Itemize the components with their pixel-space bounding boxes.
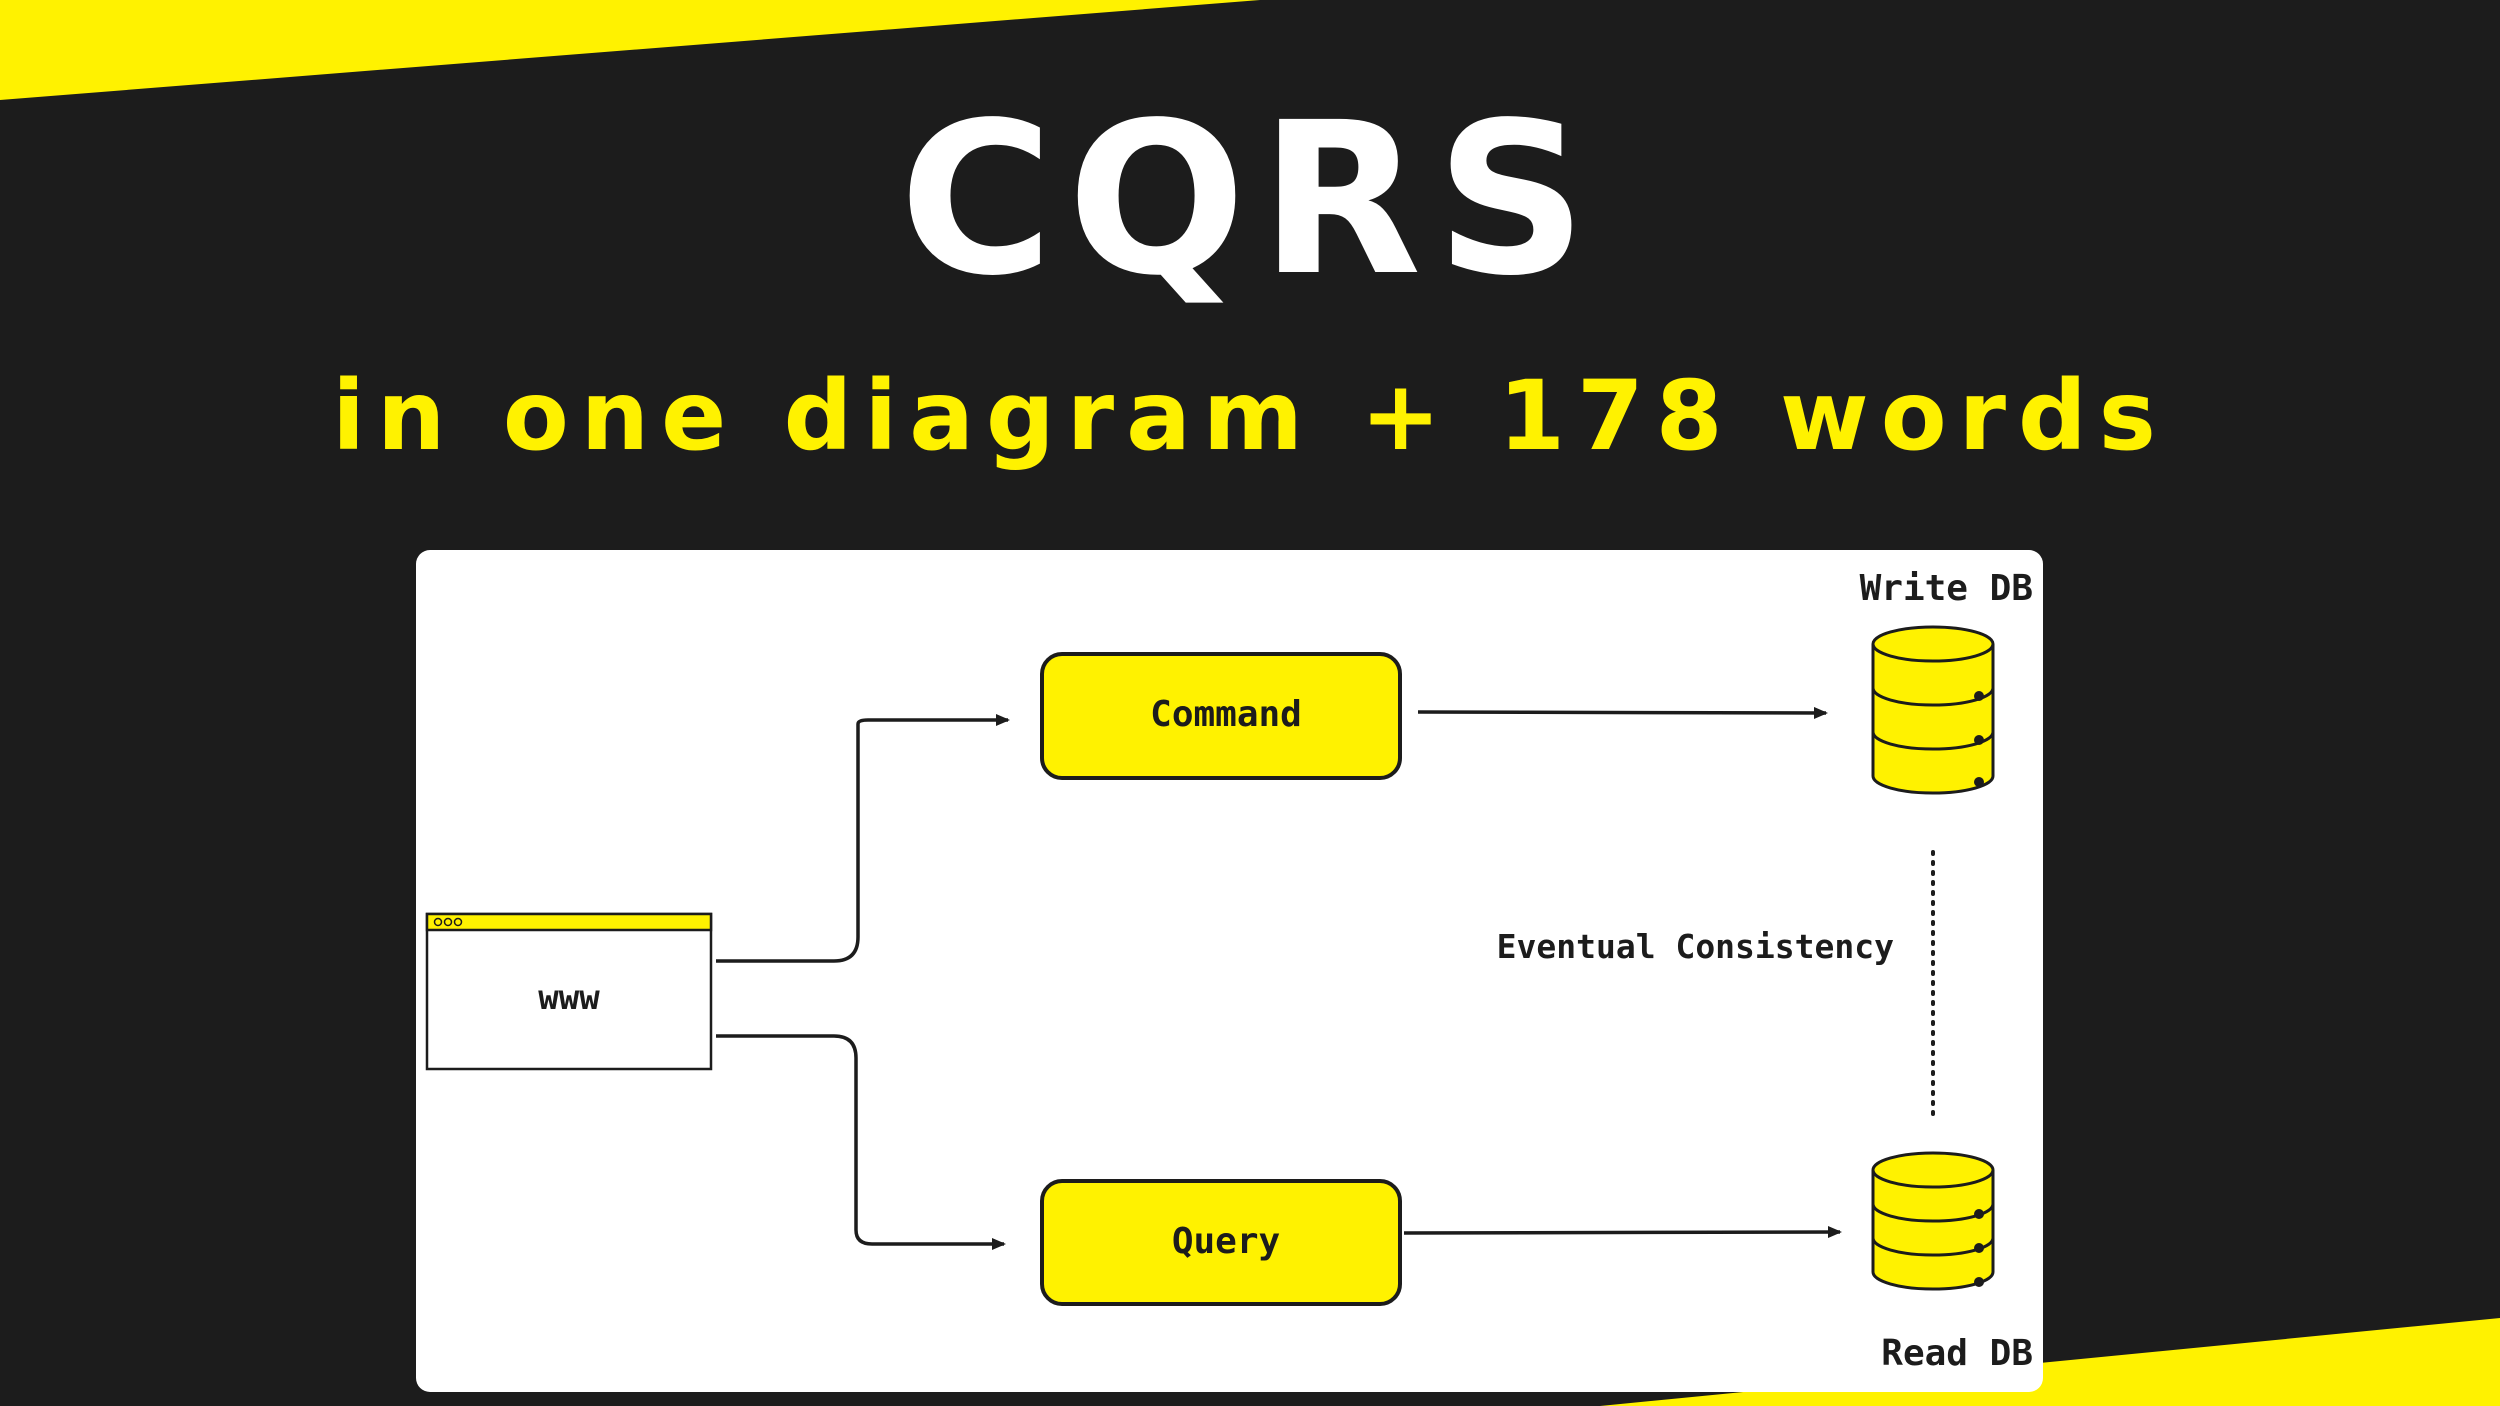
client-to-command-arrow [716, 714, 1010, 963]
client-to-query-arrow [716, 1034, 1006, 1250]
write-db-label: Write DB [1860, 568, 2033, 609]
page-subtitle: in one diagram + 178 words [332, 360, 2168, 472]
command-to-write-db-arrow [1417, 706, 1828, 719]
cqrs-diagram: www Command Query [425, 568, 2033, 1374]
command-box: Command [1040, 652, 1402, 780]
client-browser-window: www [425, 912, 713, 1071]
client-label: www [538, 978, 600, 1018]
browser-dot-icon [453, 917, 463, 927]
diagram-panel: www Command Query [416, 550, 2043, 1392]
eventual-consistency-label: Eventual Consistency [1497, 927, 1894, 966]
query-label: Query [1172, 1221, 1280, 1262]
command-label: Command [1150, 694, 1302, 735]
browser-dot-icon [433, 917, 443, 927]
query-to-read-db-arrow [1403, 1226, 1842, 1239]
query-box: Query [1040, 1179, 1402, 1306]
top-yellow-stripe [0, 0, 1260, 100]
write-db-icon [1871, 625, 1995, 795]
browser-dot-icon [443, 917, 453, 927]
read-db-label: Read DB [1881, 1333, 2033, 1374]
read-db-icon [1871, 1151, 1995, 1291]
browser-title-bar [425, 912, 713, 932]
page-title: CQRS [899, 77, 1601, 322]
